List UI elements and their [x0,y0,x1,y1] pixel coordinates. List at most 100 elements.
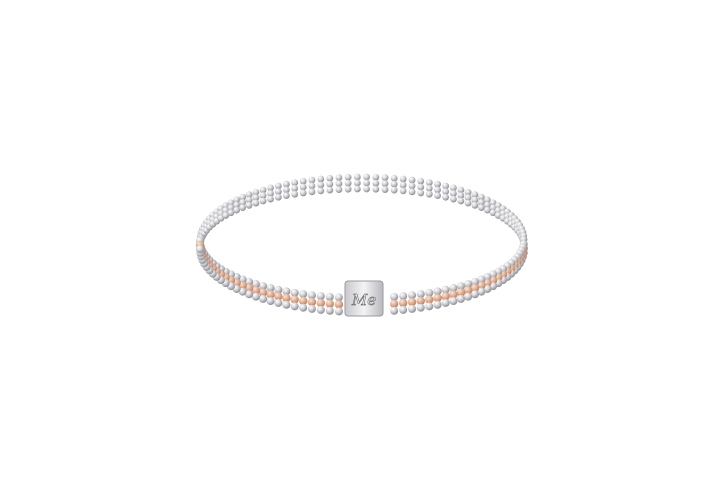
silver-bead [390,174,398,182]
silver-bead [417,183,425,191]
silver-bead [259,192,267,199]
rose-gold-bead [425,295,434,304]
silver-bead [282,287,291,296]
bracelet-back-strand [196,173,528,251]
silver-bead [335,186,343,193]
silver-bead [484,206,491,214]
silver-bead [381,174,389,182]
silver-bead [291,190,299,198]
silver-bead [222,212,230,219]
silver-bead [291,179,299,187]
silver-bead [282,186,290,194]
silver-bead [222,207,230,214]
rose-gold-bead [299,296,308,306]
silver-bead [457,192,465,199]
silver-bead [238,275,247,284]
silver-bead [299,189,307,197]
silver-bead [433,300,442,309]
rose-gold-bead [389,299,399,309]
silver-bead [266,297,275,306]
silver-bead [308,176,316,184]
rose-gold-bead [274,292,283,301]
silver-bead [245,290,254,299]
silver-bead [344,185,352,193]
silver-bead [390,186,398,194]
silver-bead [245,191,253,199]
silver-bead [483,284,492,293]
silver-bead [399,187,407,195]
silver-bead [290,288,299,297]
silver-bead [433,287,442,296]
silver-bead [477,199,485,206]
silver-bead [307,304,316,313]
bracelet-front-strand [195,236,528,316]
silver-bead [372,173,380,181]
silver-bead [416,290,425,299]
silver-bead [408,304,417,313]
rose-gold-bead [334,300,344,309]
silver-bead [416,303,425,312]
rose-gold-bead [290,295,299,304]
silver-bead [326,186,334,194]
rose-gold-bead [456,288,466,297]
rose-gold-bead [470,283,480,293]
silver-bead [399,305,408,314]
silver-bead [233,206,240,214]
silver-bead [326,174,334,182]
silver-bead [425,190,433,198]
silver-bead [464,199,472,207]
silver-bead [489,209,497,217]
silver-bead [274,285,283,294]
silver-bead [477,204,485,212]
silver-bead [399,181,407,189]
silver-bead [282,300,291,309]
silver-bead [470,290,479,299]
silver-bead [477,287,486,296]
rose-gold-bead [251,286,261,295]
silver-bead [464,292,473,301]
silver-bead [425,288,434,297]
silver-bead [353,173,361,181]
silver-bead [470,277,479,286]
silver-bead [325,306,334,315]
silver-bead [442,193,450,201]
silver-bead [282,180,290,188]
silver-bead [267,184,274,192]
silver-bead [489,204,497,212]
silver-bead [290,302,299,311]
silver-bead [408,291,417,300]
rose-gold-bead [407,297,417,307]
silver-bead [434,180,442,188]
silver-bead [233,196,240,204]
rose-gold-bead [244,283,254,293]
silver-bead [408,182,416,190]
silver-bead [239,199,247,206]
silver-bead [353,179,361,187]
silver-bead [317,175,325,183]
rose-gold-bead [398,298,408,308]
rose-gold-bead [282,293,291,303]
rose-gold-bead [325,299,335,309]
silver-bead [456,294,465,303]
silver-bead [484,201,491,209]
silver-bead [456,282,465,291]
silver-bead [399,292,408,301]
silver-bead [425,185,433,192]
silver-bead [316,292,325,301]
silver-bead [274,298,283,307]
silver-bead [252,188,260,196]
silver-bead [308,182,316,190]
silver-bead [251,280,260,289]
silver-bead [477,193,485,201]
silver-bead [372,179,380,187]
silver-bead [307,291,316,300]
silver-bead [251,292,260,301]
silver-bead [450,195,457,203]
rose-gold-bead [316,298,326,308]
clasp-logo: Me [351,291,376,309]
silver-bead [425,179,433,187]
silver-bead [450,190,457,197]
silver-bead [477,275,486,284]
silver-bead [471,196,479,204]
